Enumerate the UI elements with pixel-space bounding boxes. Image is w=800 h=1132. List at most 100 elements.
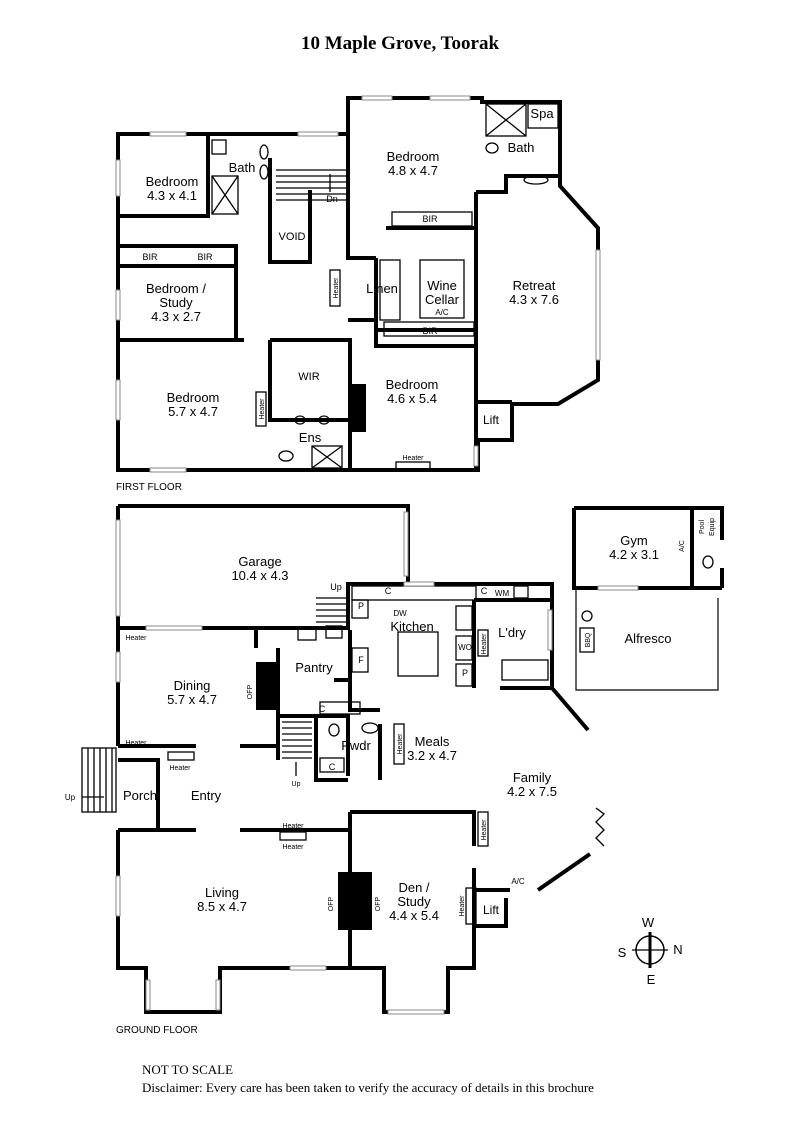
wm-label: WM <box>495 589 510 598</box>
room-name: Linen <box>366 281 398 296</box>
heater-label: Heater <box>481 819 488 841</box>
ofp-label: OFP <box>328 896 335 911</box>
up-label: Up <box>292 781 301 788</box>
bir-label: BIR <box>142 252 158 262</box>
ac-label: A/C <box>679 540 686 552</box>
room-dim: 4.3 x 4.1 <box>147 188 197 203</box>
heater-label: Heater <box>125 635 147 642</box>
page-title: 10 Maple Grove, Toorak <box>300 33 500 54</box>
wo-label: WO <box>458 643 472 652</box>
alfresco-outline <box>575 590 719 691</box>
c-label: C <box>385 586 392 596</box>
room-name: Pantry <box>295 660 333 675</box>
heater-label: Heater <box>282 844 304 851</box>
compass-n: N <box>673 942 682 957</box>
heater-label: Heater <box>459 895 466 917</box>
room-name: Bedroom <box>387 149 440 164</box>
room-name: Spa <box>530 106 554 121</box>
c-label: C <box>319 704 326 714</box>
room-name: Pwdr <box>341 738 371 753</box>
room-dim: 5.7 x 4.7 <box>168 404 218 419</box>
room-name: Lift <box>483 903 500 917</box>
dw-label: DW <box>393 609 407 618</box>
bir-label: BIR <box>422 326 438 336</box>
c-label: C <box>481 586 488 596</box>
ac-label: A/C <box>435 308 449 317</box>
compass: W N S E <box>618 915 683 987</box>
heater-label: Heater <box>259 398 266 420</box>
room-name: Study <box>397 894 431 909</box>
room-name: Cellar <box>425 292 460 307</box>
compass-w: W <box>642 915 655 930</box>
ground-floor-windows <box>115 511 639 1015</box>
heater-label: Heater <box>481 633 488 655</box>
room-name: Bedroom / <box>146 281 206 296</box>
room-dim: 4.3 x 2.7 <box>151 309 201 324</box>
room-dim: 4.4 x 5.4 <box>389 908 439 923</box>
c-label: C <box>329 762 336 772</box>
room-name: Living <box>205 885 239 900</box>
room-name: Retreat <box>513 278 556 293</box>
ofp-label: OFP <box>247 684 254 699</box>
compass-s: S <box>618 945 627 960</box>
disclaimer-text: Disclaimer: Every care has been taken to… <box>142 1080 594 1095</box>
ofp-label: OFP <box>375 896 382 911</box>
bbq-label: BBQ <box>585 632 592 647</box>
room-name: Den / <box>398 880 429 895</box>
first-floor-labels: Bedroom 4.3 x 4.1 Bath Bedroom 4.8 x 4.7… <box>116 106 559 493</box>
room-name: Bedroom <box>386 377 439 392</box>
bir-label: BIR <box>197 252 213 262</box>
f-label: F <box>358 655 364 665</box>
room-name: Study <box>159 295 193 310</box>
room-name: Dining <box>174 678 211 693</box>
equip-label: Equip <box>709 518 716 536</box>
heater-label: Heater <box>125 740 147 747</box>
p-label: P <box>358 601 364 611</box>
room-name: Bath <box>508 140 535 155</box>
room-name: Bath <box>229 160 256 175</box>
room-dim: 4.3 x 7.6 <box>509 292 559 307</box>
heater-label: Heater <box>169 765 191 772</box>
room-name: Wine <box>427 278 457 293</box>
room-name: Porch <box>123 788 157 803</box>
heater-label: Heater <box>397 733 404 755</box>
room-name: VOID <box>279 231 306 243</box>
room-dim: 4.2 x 7.5 <box>507 784 557 799</box>
scale-note: NOT TO SCALE <box>142 1062 234 1077</box>
first-floor-windows <box>115 95 601 473</box>
room-name: Bedroom <box>146 174 199 189</box>
dn-label: Dn <box>326 194 338 204</box>
ac-label: A/C <box>511 877 525 886</box>
room-name: Lift <box>483 413 500 427</box>
room-dim: 4.8 x 4.7 <box>388 163 438 178</box>
room-dim: 8.5 x 4.7 <box>197 899 247 914</box>
ground-floor-labels: Garage 10.4 x 4.3 Kitchen L'dry Pantry D… <box>65 518 716 1036</box>
room-name: Entry <box>191 788 222 803</box>
heater-label: Heater <box>333 277 340 299</box>
p-label: P <box>462 668 468 678</box>
first-floor-heading: FIRST FLOOR <box>116 482 182 493</box>
room-dim: 3.2 x 4.7 <box>407 748 457 763</box>
pool-label: Pool <box>699 520 706 534</box>
bir-label: BIR <box>422 214 438 224</box>
room-name: Ens <box>299 430 322 445</box>
up-label: Up <box>65 793 76 802</box>
room-name: Gym <box>620 533 647 548</box>
heater-label: Heater <box>402 455 424 462</box>
room-name: Alfresco <box>625 631 672 646</box>
room-name: Garage <box>238 554 281 569</box>
zigzag-marker <box>595 807 605 847</box>
room-name: L'dry <box>498 625 526 640</box>
first-floor-fixtures <box>211 103 559 471</box>
room-name: Family <box>513 770 552 785</box>
compass-e: E <box>647 972 656 987</box>
room-name: Bedroom <box>167 390 220 405</box>
up-label: Up <box>330 582 342 592</box>
room-dim: 4.6 x 5.4 <box>387 391 437 406</box>
heater-label: Heater <box>282 823 304 830</box>
room-name: WIR <box>298 371 319 383</box>
room-name: Meals <box>415 734 450 749</box>
room-dim: 5.7 x 4.7 <box>167 692 217 707</box>
room-name: Kitchen <box>390 619 433 634</box>
